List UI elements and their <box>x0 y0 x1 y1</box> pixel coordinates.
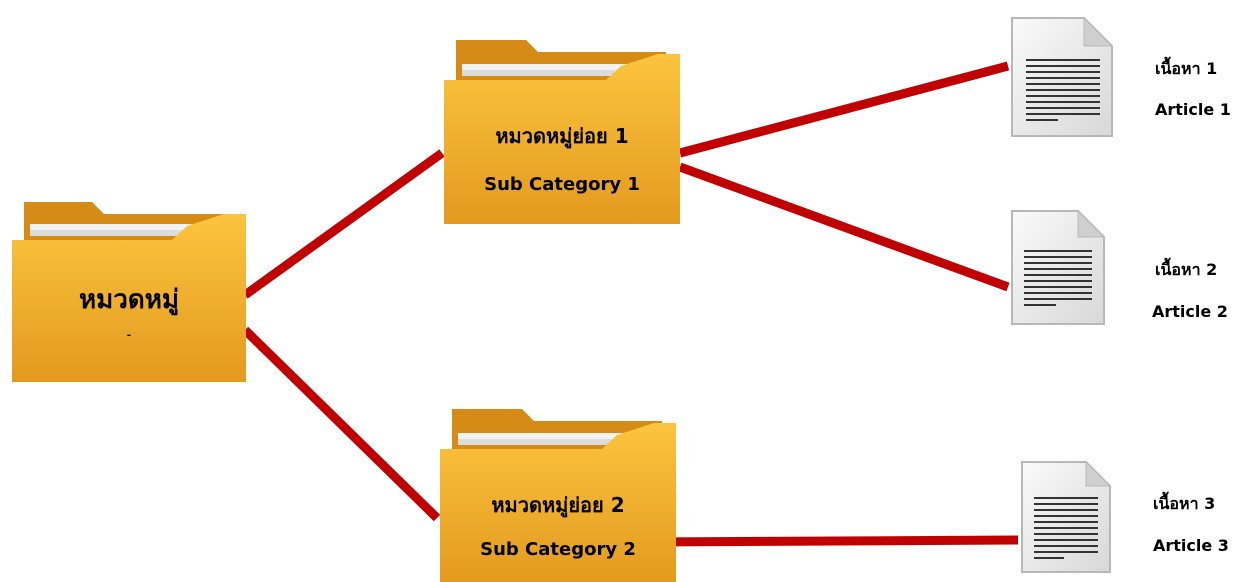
folder-icon <box>12 202 246 382</box>
article-2-thai-label: เนื้อหา 2 <box>1155 260 1218 279</box>
article-1-thai-label: เนื้อหา 1 <box>1155 59 1218 78</box>
document-icon <box>1011 16 1114 137</box>
root-category-folder[interactable]: หมวดหมู่ - <box>12 196 246 382</box>
sub-category-1-folder[interactable]: หมวดหมู่ย่อย 1 Sub Category 1 <box>444 36 680 224</box>
sub-category-2-thai-label: หมวดหมู่ย่อย 2 <box>491 493 625 517</box>
document-icon <box>1021 460 1112 573</box>
article-2-english-label: Article 2 <box>1152 302 1228 321</box>
connector-sub2-to-article3 <box>647 535 1019 547</box>
article-3-document[interactable] <box>1018 458 1114 576</box>
connector-root-to-sub2 <box>241 326 441 522</box>
sub-category-2-folder[interactable]: หมวดหมู่ย่อย 2 Sub Category 2 <box>440 405 676 582</box>
folder-icon <box>444 40 680 224</box>
root-category-subtitle: - <box>126 330 132 341</box>
root-category-title: หมวดหมู่ <box>78 285 180 315</box>
connector-sub1-to-article2 <box>678 162 1010 292</box>
article-2-document[interactable] <box>1008 207 1108 328</box>
sub-category-1-thai-label: หมวดหมู่ย่อย 1 <box>495 124 629 148</box>
article-3-thai-label: เนื้อหา 3 <box>1153 494 1216 513</box>
article-1-document[interactable] <box>1008 14 1116 140</box>
connector-root-to-sub1 <box>242 149 445 299</box>
sub-category-1-english-label: Sub Category 1 <box>484 174 640 195</box>
folder-icon <box>440 409 676 582</box>
sub-category-2-english-label: Sub Category 2 <box>480 539 636 560</box>
article-3-english-label: Article 3 <box>1153 536 1229 555</box>
connector-sub1-to-article1 <box>678 61 1010 158</box>
article-1-english-label: Article 1 <box>1155 100 1231 119</box>
document-icon <box>1011 209 1106 325</box>
